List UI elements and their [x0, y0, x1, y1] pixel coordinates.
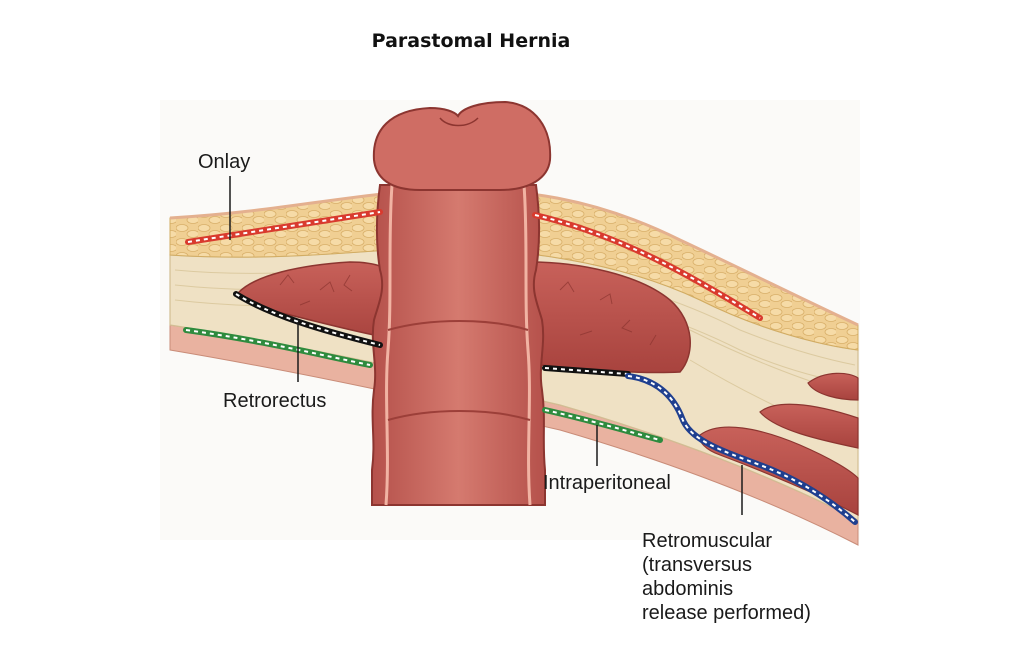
- stoma-cap: [372, 100, 552, 191]
- mesh-retrorectus: [233, 291, 631, 377]
- retrorectus-label: Retrorectus: [223, 390, 327, 412]
- retromuscular-label-line-4: release performed): [642, 602, 811, 624]
- retromuscular-label-line-3: abdominis: [642, 578, 734, 600]
- intraperitoneal-label: Intraperitoneal: [543, 472, 671, 494]
- onlay-label: Onlay: [198, 151, 251, 173]
- skin-surface: [169, 187, 859, 327]
- retromuscular-label-line-1: Retromuscular: [642, 530, 773, 552]
- internal-oblique-muscle: [759, 403, 859, 449]
- stoma-bowel: [371, 184, 546, 506]
- external-oblique-muscle: [807, 372, 859, 401]
- mesh-intraperitoneal: [183, 327, 663, 443]
- retromuscular-label: Retromuscular (transversus abdominis rel…: [642, 529, 811, 625]
- retromuscular-label-line-2: (transversus: [642, 554, 753, 576]
- mesh-onlay: [185, 209, 763, 321]
- diagram-title: Parastomal Hernia: [371, 30, 571, 52]
- mesh-retromuscular: [625, 373, 858, 525]
